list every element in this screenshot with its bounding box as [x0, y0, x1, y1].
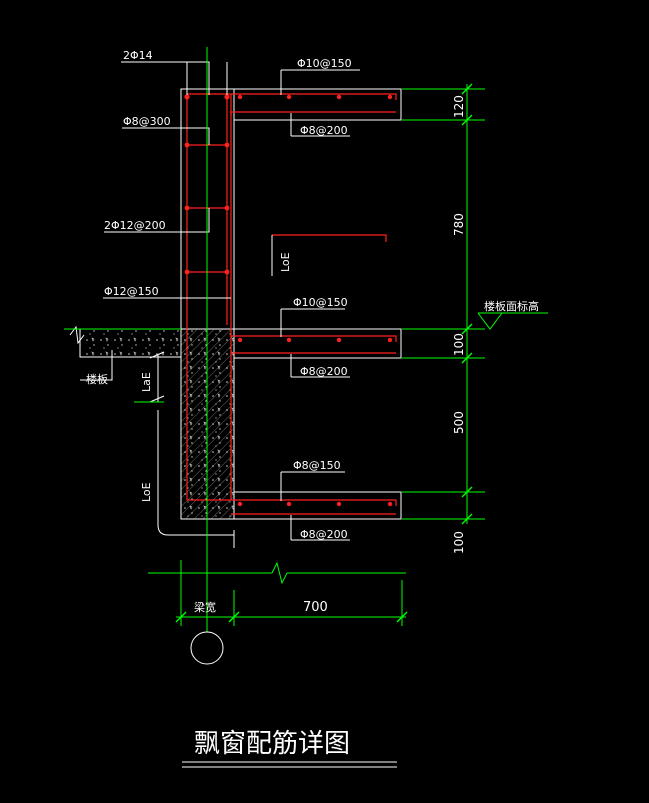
- label-column-bars: 2Φ12@200: [104, 219, 166, 232]
- top-slab-outline: [233, 88, 402, 121]
- dim-120: 120: [452, 95, 466, 118]
- top-slab-top-bar: [187, 93, 397, 100]
- loe-anchor-bar: [272, 234, 387, 242]
- label-column-tie: Φ12@150: [104, 285, 159, 298]
- label-top-column: 2Φ14: [123, 49, 153, 62]
- drawing-title: 飘窗配筋详图: [194, 729, 350, 759]
- leader-lines: [80, 61, 397, 768]
- labels: 2Φ14 Φ10@150 Φ8@200 Φ8@300 2Φ12@200 Φ12@…: [86, 49, 352, 541]
- label-floor-slab: 楼板: [86, 372, 108, 386]
- label-loe-upper: LoE: [279, 252, 292, 272]
- label-bottom-slab-dist: Φ8@200: [300, 528, 348, 541]
- label-loe-lower: LoE: [140, 482, 153, 502]
- elevation-label: 楼板面标高: [484, 299, 539, 313]
- floor-slab-section: [79, 328, 182, 358]
- label-mid-slab-main: Φ10@150: [293, 296, 348, 309]
- rebar-dots: [184, 94, 393, 507]
- label-bottom-slab-main: Φ8@150: [293, 459, 341, 472]
- middle-slab-outline: [233, 328, 402, 359]
- middle-slab-top-bar: [231, 335, 397, 342]
- axis-bubble: [190, 631, 224, 665]
- dimension-labels: 120 780 100 500 100 楼板面标高 梁宽 700: [194, 95, 539, 615]
- dimension-lines: [134, 47, 548, 632]
- label-top-slab-main: Φ10@150: [297, 57, 352, 70]
- top-slab-bottom-bar: [230, 111, 396, 116]
- label-column-stirrup: Φ8@300: [123, 115, 171, 128]
- label-mid-slab-dist: Φ8@200: [300, 365, 348, 378]
- anchor-leader: [149, 351, 235, 548]
- slab-break-mark: [69, 325, 85, 345]
- label-lae: LaE: [140, 372, 153, 392]
- bottom-slab-top-bar: [187, 499, 397, 506]
- dim-700: 700: [303, 600, 328, 615]
- dim-100-mid: 100: [452, 333, 466, 356]
- bottom-slab-outline: [233, 491, 402, 520]
- dim-100-bottom: 100: [452, 531, 466, 554]
- rebar-cage: [186, 93, 397, 515]
- dim-780: 780: [452, 213, 466, 236]
- label-top-slab-dist: Φ8@200: [300, 124, 348, 137]
- dim-500: 500: [452, 411, 466, 434]
- dim-beam-width: 梁宽: [194, 600, 216, 614]
